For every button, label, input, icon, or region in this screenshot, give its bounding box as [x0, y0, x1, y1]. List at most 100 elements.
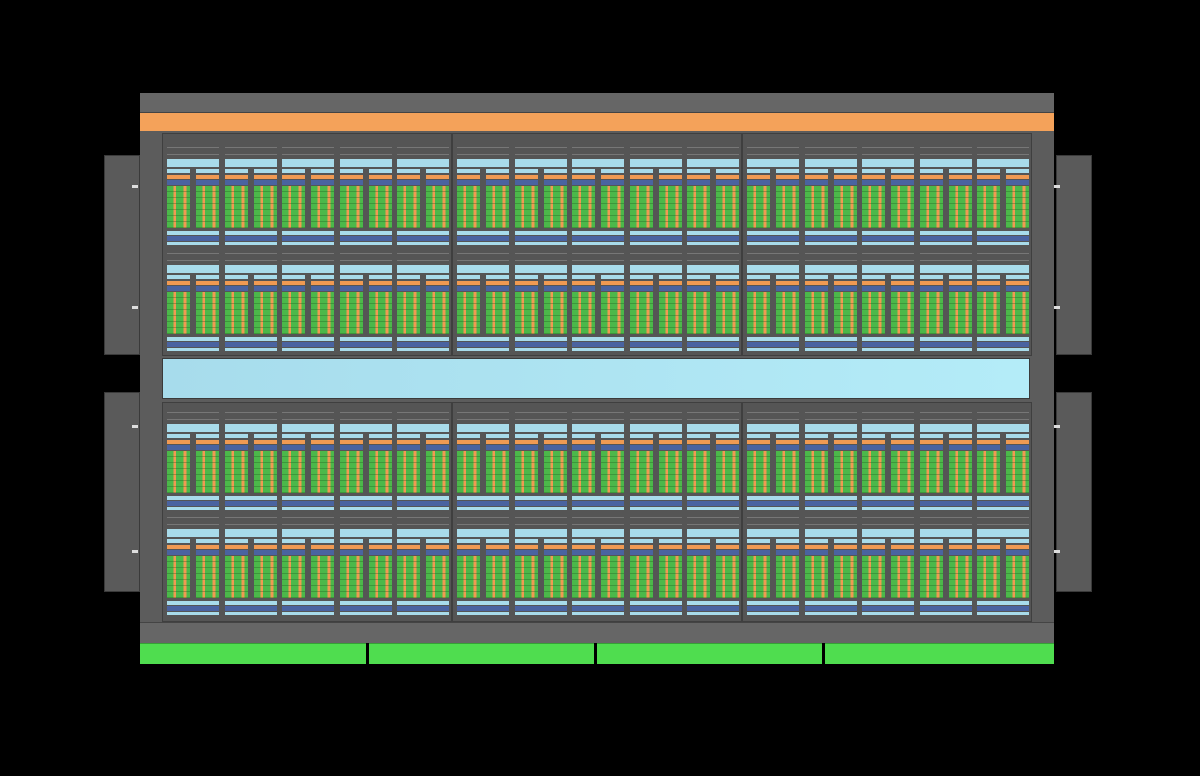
streaming-multiprocessor: [862, 251, 914, 351]
shared-memory: [167, 348, 219, 351]
l0-cache: [426, 275, 449, 279]
cuda-cores: [514, 186, 538, 228]
sm-header-line: [457, 524, 509, 525]
cuda-cores: [804, 556, 828, 598]
warp-scheduler: [919, 175, 943, 179]
streaming-multiprocessor: [804, 251, 857, 351]
cuda-cores: [862, 186, 885, 228]
register-file: [224, 445, 248, 450]
cuda-cores: [919, 186, 943, 228]
cuda-cores: [311, 186, 334, 228]
sm-header-line: [457, 147, 509, 148]
l0-cache: [339, 169, 363, 173]
warp-scheduler: [224, 281, 248, 285]
shared-memory: [282, 612, 334, 615]
warp-scheduler: [282, 281, 305, 285]
warp-scheduler: [716, 175, 739, 179]
cuda-cores: [862, 556, 885, 598]
warp-scheduler: [1006, 281, 1029, 285]
register-file: [658, 180, 682, 185]
register-file: [368, 550, 392, 555]
sm-header-line: [977, 517, 1029, 518]
l1-data-cache: [397, 496, 449, 500]
l1-instruction-cache: [397, 529, 449, 537]
register-file: [716, 550, 739, 555]
warp-scheduler: [977, 281, 1000, 285]
warp-scheduler: [167, 545, 190, 549]
warp-scheduler: [687, 440, 710, 444]
cuda-cores: [977, 292, 1000, 334]
texture-units: [339, 342, 392, 347]
l1-instruction-cache: [339, 265, 392, 273]
sm-header-line: [514, 419, 567, 420]
l1-instruction-cache: [804, 529, 857, 537]
register-file: [426, 445, 449, 450]
sm-header-line: [747, 419, 799, 420]
streaming-multiprocessor: [687, 145, 739, 245]
texture-units: [977, 342, 1029, 347]
sm-header-line: [572, 419, 624, 420]
register-file: [891, 550, 914, 555]
warp-scheduler: [572, 281, 595, 285]
sm-header-line: [224, 260, 277, 261]
l0-cache: [629, 275, 653, 279]
texture-units: [919, 342, 972, 347]
sm-header-line: [224, 253, 277, 254]
texture-units: [747, 236, 799, 241]
l0-cache: [514, 275, 538, 279]
l1-data-cache: [282, 496, 334, 500]
texture-units: [862, 501, 914, 506]
cuda-cores: [486, 186, 509, 228]
shared-memory: [919, 242, 972, 245]
shared-memory: [629, 507, 682, 510]
warp-scheduler: [977, 545, 1000, 549]
l1-instruction-cache: [282, 159, 334, 167]
l1-instruction-cache: [224, 265, 277, 273]
streaming-multiprocessor: [282, 410, 334, 510]
sm-header-line: [919, 260, 972, 261]
register-file: [457, 180, 480, 185]
sm-header-line: [977, 253, 1029, 254]
warp-scheduler: [833, 281, 857, 285]
sm-header-line: [224, 517, 277, 518]
warp-scheduler: [397, 440, 420, 444]
shared-memory: [514, 348, 567, 351]
register-file: [514, 550, 538, 555]
l1-instruction-cache: [629, 529, 682, 537]
l1-data-cache: [977, 601, 1029, 605]
cuda-cores: [747, 451, 770, 493]
l1-data-cache: [804, 496, 857, 500]
l1-data-cache: [919, 337, 972, 341]
cuda-cores: [891, 451, 914, 493]
l1-instruction-cache: [572, 265, 624, 273]
l0-cache: [282, 539, 305, 543]
register-file: [572, 180, 595, 185]
l1-instruction-cache: [224, 529, 277, 537]
warp-scheduler: [368, 545, 392, 549]
register-file: [339, 286, 363, 291]
cuda-cores: [339, 186, 363, 228]
sm-header-line: [339, 419, 392, 420]
l1-instruction-cache: [572, 424, 624, 432]
l0-cache: [716, 275, 739, 279]
cuda-cores: [167, 292, 190, 334]
register-file: [804, 445, 828, 450]
warp-scheduler: [804, 545, 828, 549]
shared-memory: [397, 612, 449, 615]
texture-units: [514, 606, 567, 611]
register-file: [514, 180, 538, 185]
l1-instruction-cache: [919, 265, 972, 273]
shared-memory: [804, 612, 857, 615]
link-port-left: [132, 185, 138, 188]
l1-data-cache: [572, 337, 624, 341]
streaming-multiprocessor: [977, 251, 1029, 351]
l0-cache: [486, 169, 509, 173]
cuda-cores: [426, 292, 449, 334]
l0-cache: [776, 275, 799, 279]
l0-cache: [687, 434, 710, 438]
warp-scheduler: [514, 545, 538, 549]
texture-units: [747, 606, 799, 611]
l1-instruction-cache: [339, 529, 392, 537]
warp-scheduler: [457, 545, 480, 549]
l0-cache: [282, 275, 305, 279]
